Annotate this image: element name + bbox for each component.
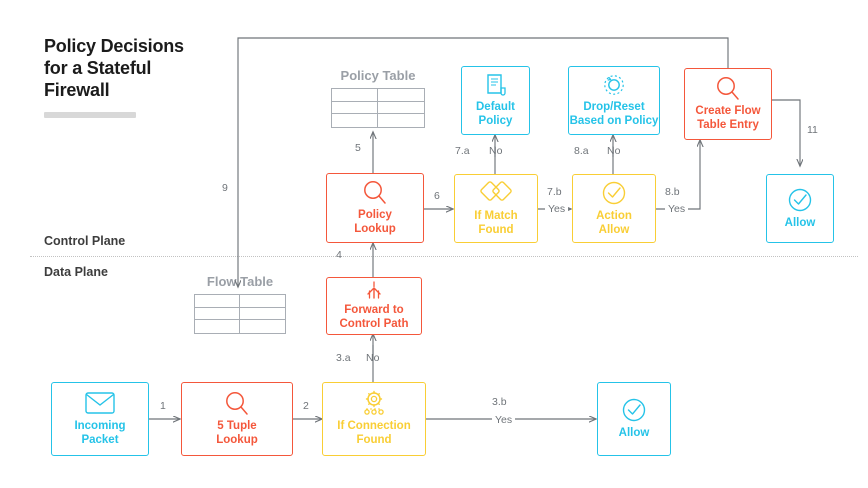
node-label: Allow: [618, 427, 650, 440]
node-allow-control[interactable]: Allow: [766, 174, 834, 243]
node-create-flow-entry[interactable]: Create Flow Table Entry: [684, 68, 772, 140]
node-label: Create Flow Table Entry: [695, 105, 761, 131]
plane-divider: [30, 256, 858, 257]
edge-label-11: 11: [807, 124, 818, 136]
edge-8b: [656, 140, 700, 210]
node-label: Default Policy: [476, 100, 515, 127]
edge-label-8a: 8.a: [574, 145, 589, 157]
node-forward-to-control-path[interactable]: Forward to Control Path: [326, 277, 422, 335]
node-label: Forward to Control Path: [339, 304, 409, 330]
title-underline: [44, 112, 136, 118]
data-plane-label: Data Plane: [44, 265, 108, 279]
gear-nodes-icon: [360, 390, 388, 416]
edge-answer-3b: Yes: [492, 414, 516, 426]
edge-11: [772, 99, 800, 166]
edge-label-9: 9: [222, 182, 228, 194]
arrow-up-split-icon: [363, 280, 385, 300]
node-label: 5 Tuple Lookup: [216, 420, 258, 446]
node-label: Drop/Reset Based on Policy: [569, 100, 659, 127]
node-drop-reset[interactable]: Drop/Reset Based on Policy: [568, 66, 660, 135]
magnifier-icon: [362, 179, 388, 205]
page-title: Policy Decisions for a Stateful Firewall: [44, 36, 184, 100]
edge-label-1: 1: [160, 400, 166, 412]
reset-icon: [601, 73, 627, 97]
edge-label-7a: 7.a: [455, 145, 470, 157]
edge-label-3a: 3.a: [336, 352, 351, 364]
node-label: If Match Found: [474, 209, 518, 236]
edge-answer-3a: No: [366, 352, 380, 364]
policy-table-label: Policy Table: [340, 68, 416, 83]
envelope-icon: [85, 390, 115, 416]
edge-answer-8a: No: [607, 145, 621, 157]
node-allow-data[interactable]: Allow: [597, 382, 671, 456]
node-action-allow[interactable]: Action Allow: [572, 174, 656, 243]
diamonds-icon: [480, 180, 512, 206]
edge-9: [238, 37, 729, 287]
magnifier-icon: [224, 390, 250, 416]
edge-label-7b: 7.b: [547, 186, 562, 198]
check-circle-icon: [787, 187, 813, 213]
edge-label-8b: 8.b: [665, 186, 680, 198]
node-label: If Connection Found: [337, 420, 411, 446]
node-label: Incoming Packet: [74, 420, 126, 446]
edge-answer-8b: Yes: [665, 203, 689, 215]
edge-label-4: 4: [336, 249, 342, 261]
edge-label-2: 2: [303, 400, 309, 412]
node-incoming-packet[interactable]: Incoming Packet: [51, 382, 149, 456]
edge-label-3b: 3.b: [492, 396, 507, 408]
node-policy-lookup[interactable]: Policy Lookup: [326, 173, 424, 243]
node-label: Policy Lookup: [354, 209, 396, 235]
policy-table-grid: [331, 88, 425, 128]
node-if-match-found[interactable]: If Match Found: [454, 174, 538, 243]
edge-answer-7b: Yes: [545, 203, 569, 215]
node-label: Allow: [784, 216, 816, 229]
node-label: Action Allow: [596, 209, 632, 236]
magnifier-icon: [715, 75, 741, 101]
flow-table-grid: [194, 294, 286, 334]
edge-label-5: 5: [355, 142, 361, 154]
check-circle-icon: [601, 180, 627, 206]
check-circle-icon: [621, 397, 647, 423]
node-five-tuple-lookup[interactable]: 5 Tuple Lookup: [181, 382, 293, 456]
edge-answer-7a: No: [489, 145, 503, 157]
edge-label-6: 6: [434, 190, 440, 202]
document-icon: [485, 73, 507, 97]
control-plane-label: Control Plane: [44, 234, 126, 248]
node-default-policy[interactable]: Default Policy: [461, 66, 530, 135]
node-if-connection-found[interactable]: If Connection Found: [322, 382, 426, 456]
